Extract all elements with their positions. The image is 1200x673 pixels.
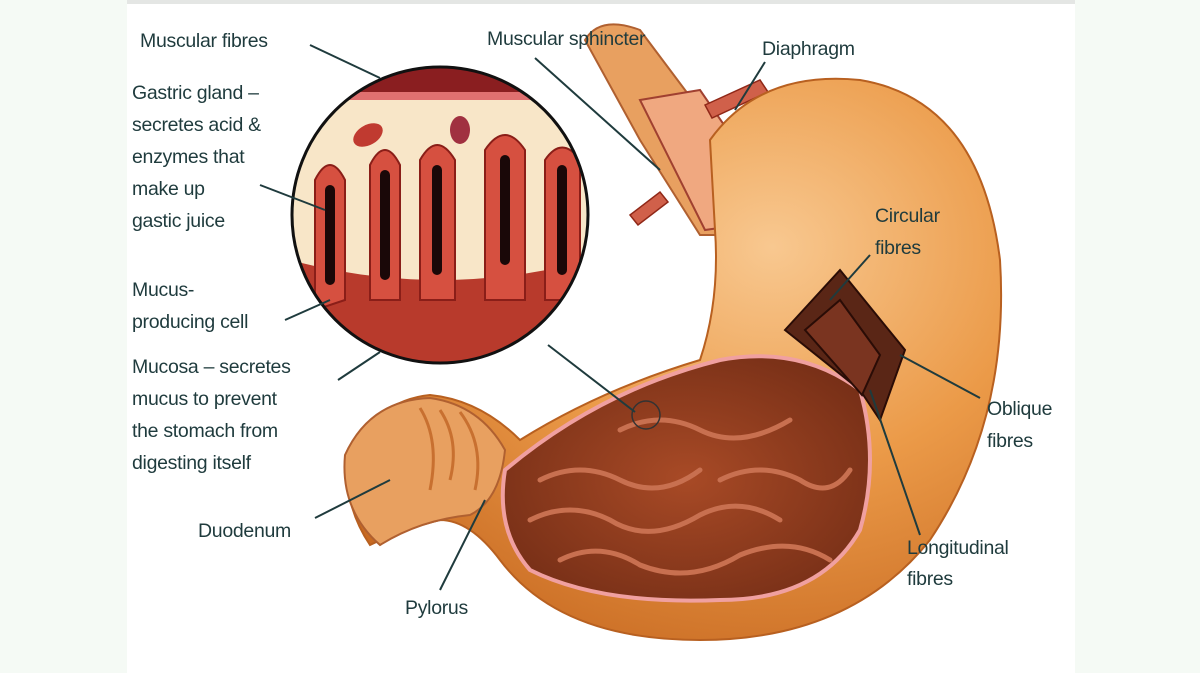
label-mucus-cell-1: Mucus- bbox=[132, 279, 194, 301]
label-longitudinal-fibres-1: Longitudinal bbox=[907, 537, 1009, 559]
duodenum-shape bbox=[343, 396, 507, 547]
label-circular-fibres-1: Circular bbox=[875, 205, 941, 227]
magnify-spot bbox=[631, 400, 661, 430]
label-gastric-gland-4: make up bbox=[132, 178, 205, 200]
label-mucosa-2: mucus to prevent bbox=[132, 388, 278, 410]
duodenum-folds bbox=[418, 407, 480, 491]
rugae-folds bbox=[527, 417, 853, 576]
oblique-layer bbox=[803, 298, 882, 397]
label-mucosa-4: digesting itself bbox=[132, 452, 252, 474]
label-circular-fibres-2: fibres bbox=[875, 237, 921, 259]
label-gastric-gland-3: enzymes that bbox=[132, 146, 245, 168]
label-gastric-gland-5: gastic juice bbox=[132, 210, 225, 232]
magnifier-ring bbox=[290, 65, 590, 365]
label-mucosa-1: Mucosa – secretes bbox=[132, 356, 291, 378]
label-longitudinal-fibres-2: fibres bbox=[907, 568, 953, 590]
label-gastric-gland-2: secretes acid & bbox=[132, 114, 261, 136]
leader-lines bbox=[259, 44, 981, 591]
label-mucus-cell-2: producing cell bbox=[132, 311, 248, 333]
label-oblique-fibres-1: Oblique bbox=[987, 398, 1052, 420]
label-muscular-fibres: Muscular fibres bbox=[140, 30, 268, 52]
label-diaphragm: Diaphragm bbox=[762, 38, 855, 60]
top-border bbox=[127, 0, 1075, 4]
label-muscular-sphincter: Muscular sphincter bbox=[487, 28, 646, 50]
magnify-leader bbox=[547, 344, 636, 413]
label-oblique-fibres-2: fibres bbox=[987, 430, 1033, 452]
label-gastric-gland-1: Gastric gland – bbox=[132, 82, 259, 104]
label-duodenum: Duodenum bbox=[198, 520, 291, 542]
label-mucosa-3: the stomach from bbox=[132, 420, 278, 442]
magnified-mucosa bbox=[292, 67, 588, 363]
label-pylorus: Pylorus bbox=[405, 597, 468, 619]
